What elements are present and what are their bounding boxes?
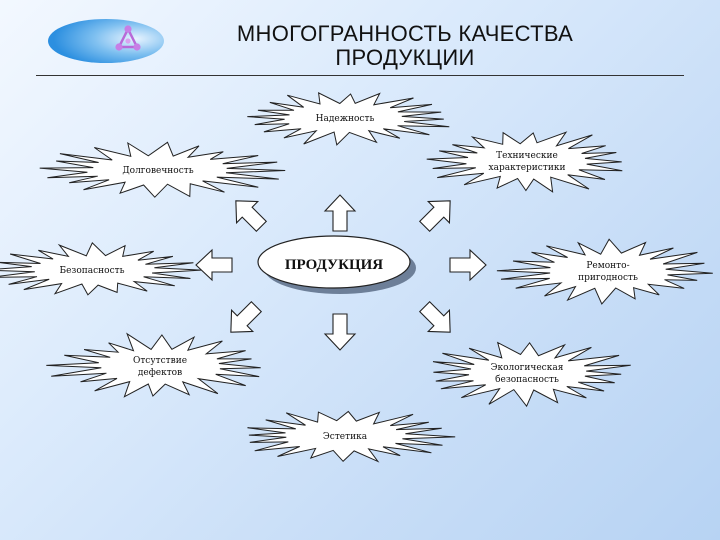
burst-aesthetics: Эстетика [247,410,456,463]
burst-shape [247,92,450,146]
burst-durability: Долговечность [39,141,286,198]
arrow-to-maintainability [449,248,487,282]
burst-label-eco-safety: безопасность [495,374,559,385]
burst-technical: Технические характеристики [426,131,623,193]
burst-reliability: Надежность [247,92,450,146]
arrow-to-reliability [323,194,357,232]
burst-shape [247,410,456,463]
center-node: ПРОДУКЦИЯ [257,235,416,294]
triangle-molecule-icon [115,25,141,51]
burst-shape [432,341,631,408]
arrows [195,194,487,351]
burst-label-no-defects: дефектов [138,368,182,378]
arrow-to-no-defects [323,313,357,351]
burst-label-safety: Безопасность [59,266,124,276]
burst-no-defects: Отсутствие дефектов [46,332,261,398]
burst-shape [0,242,202,296]
title-divider [36,75,684,76]
page-title: МНОГОГРАННОСТЬ КАЧЕСТВА ПРОДУКЦИИ [205,22,605,70]
burst-label-aesthetics: Эстетика [323,432,368,442]
burst-label-reliability: Надежность [316,114,375,124]
burst-label-eco-safety: Экологическая [491,363,564,373]
title-line-1: МНОГОГРАННОСТЬ КАЧЕСТВА [236,21,574,46]
burst-label-technical: характеристики [489,163,566,173]
burst-shape [39,141,286,198]
burst-shape [496,238,713,305]
arrow-to-aesthetics [230,300,263,333]
burst-label-maintainability: Ремонто- [586,261,629,271]
logo [48,19,164,63]
burst-label-maintainability: пригодность [578,273,638,283]
arrow-to-eco-safety [418,300,451,333]
burst-label-no-defects: Отсутствие [133,356,187,366]
burst-safety: Безопасность [0,242,202,296]
burst-shape [426,131,623,193]
burst-label-durability: Долговечность [122,166,193,176]
burst-label-technical: Технические [496,151,558,161]
arrow-to-technical [418,200,451,233]
center-label: ПРОДУКЦИЯ [285,257,383,273]
burst-shape [46,332,261,398]
arrow-to-durability [235,200,268,233]
burst-maintainability: Ремонто-пригодность [496,238,713,305]
arrow-to-safety [195,248,233,282]
title-line-2: ПРОДУКЦИИ [335,45,475,70]
